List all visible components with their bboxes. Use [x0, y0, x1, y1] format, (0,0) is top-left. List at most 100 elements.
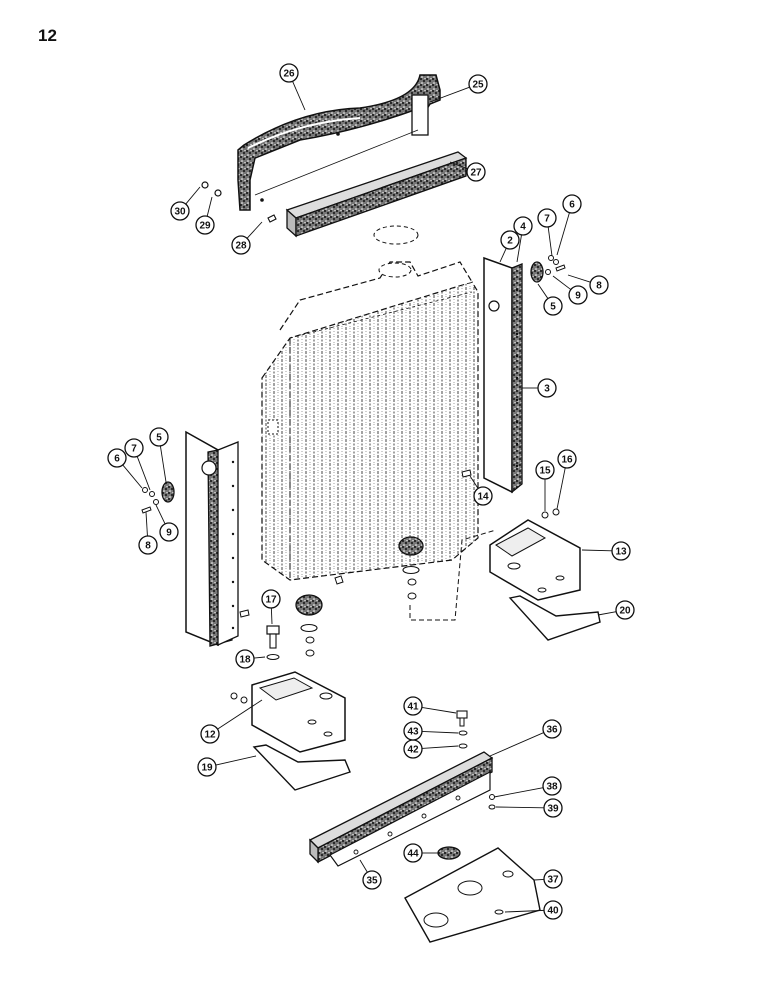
callout-number: 16 [561, 455, 573, 466]
callout-circle [562, 194, 582, 214]
foam-strip [285, 151, 468, 238]
callout-16: 16 [556, 449, 577, 510]
support-hardware [456, 710, 496, 810]
callout-9: 9 [552, 275, 588, 305]
callout-circle [279, 63, 299, 83]
callout-number: 4 [520, 222, 526, 233]
callout-number: 9 [166, 528, 172, 539]
callout-18: 18 [235, 649, 266, 669]
callout-number: 38 [546, 782, 558, 793]
callout-leader [516, 234, 522, 263]
callout-20: 20 [597, 600, 635, 620]
callout-12: 12 [200, 699, 263, 744]
callout-38: 38 [493, 776, 562, 798]
callout-8: 8 [567, 274, 609, 295]
callout-36: 36 [489, 719, 562, 757]
callout-circle [568, 285, 588, 305]
callout-number: 37 [547, 875, 559, 886]
callout-number: 44 [407, 849, 419, 860]
callout-40: 40 [504, 900, 563, 920]
callout-leader [421, 730, 459, 734]
callout-circle [468, 74, 488, 94]
callout-number: 41 [407, 702, 419, 713]
callout-circle [403, 721, 423, 741]
callout-number: 42 [407, 745, 419, 756]
bottom-cover-plate [404, 847, 541, 943]
callout-circle [466, 162, 486, 182]
callout-leader [292, 81, 306, 111]
callout-41: 41 [403, 696, 457, 716]
callout-leader [122, 464, 143, 489]
callout-leader [552, 275, 572, 290]
callout-leader [581, 549, 613, 552]
callout-7: 7 [124, 438, 151, 491]
right-grommet-hardware [530, 255, 566, 283]
page-number: 12 [38, 26, 57, 45]
callout-7: 7 [537, 208, 557, 257]
callout-leader [270, 607, 273, 625]
callout-circle [170, 201, 190, 221]
callout-leader [489, 732, 544, 757]
callout-circle [124, 438, 144, 458]
callout-number: 14 [477, 492, 489, 503]
right-mount-bracket [489, 519, 581, 601]
callout-30: 30 [170, 186, 201, 221]
callout-leader [493, 787, 544, 798]
callout-number: 9 [575, 291, 581, 302]
callout-leader [421, 745, 459, 749]
callout-number: 40 [547, 906, 559, 917]
callout-leader [145, 511, 148, 537]
callout-circle [543, 296, 563, 316]
callout-leader [556, 212, 570, 256]
callout-leader [206, 196, 213, 217]
callout-leader [469, 475, 479, 489]
callout-number: 25 [472, 80, 484, 91]
callout-circle [500, 230, 520, 250]
callout-42: 42 [403, 739, 459, 759]
callout-leader [567, 274, 591, 283]
callout-17: 17 [261, 589, 281, 625]
callout-15: 15 [535, 460, 555, 511]
upper-shroud-seal [237, 74, 441, 211]
callout-circle [537, 378, 557, 398]
callout-leader [185, 186, 201, 205]
callout-circle [543, 900, 563, 920]
callout-28: 28 [231, 221, 263, 255]
callout-number: 20 [619, 606, 631, 617]
right-filler-plate [508, 595, 601, 641]
callout-number: 35 [366, 876, 378, 887]
callout-number: 18 [239, 655, 251, 666]
callout-number: 7 [131, 444, 137, 455]
callout-circle [473, 486, 493, 506]
callout-circle [542, 776, 562, 796]
callout-9: 9 [155, 504, 179, 542]
callout-leader [159, 445, 167, 483]
callout-number: 5 [550, 302, 556, 313]
callout-number: 5 [156, 433, 162, 444]
callout-circle [231, 235, 251, 255]
callout-4: 4 [513, 216, 533, 263]
callout-circle [107, 448, 127, 468]
callout-circle [615, 600, 635, 620]
callout-26: 26 [279, 63, 306, 111]
callout-leader [359, 859, 368, 873]
callout-number: 26 [283, 69, 295, 80]
callout-leader [504, 909, 545, 913]
callout-circle [611, 541, 631, 561]
callout-circle [543, 869, 563, 889]
callout-5: 5 [537, 283, 563, 316]
callout-number: 36 [546, 725, 558, 736]
callout-number: 6 [114, 454, 120, 465]
callout-circle [557, 449, 577, 469]
callout-circle [589, 275, 609, 295]
callout-circle [197, 757, 217, 777]
callout-number: 7 [544, 214, 550, 225]
callout-leader [246, 221, 263, 239]
callout-circle [195, 215, 215, 235]
callout-leader [155, 504, 166, 525]
callout-number: 8 [145, 541, 151, 552]
bolt-14 [461, 469, 472, 478]
callout-39: 39 [495, 798, 563, 818]
callout-leader [215, 755, 257, 766]
